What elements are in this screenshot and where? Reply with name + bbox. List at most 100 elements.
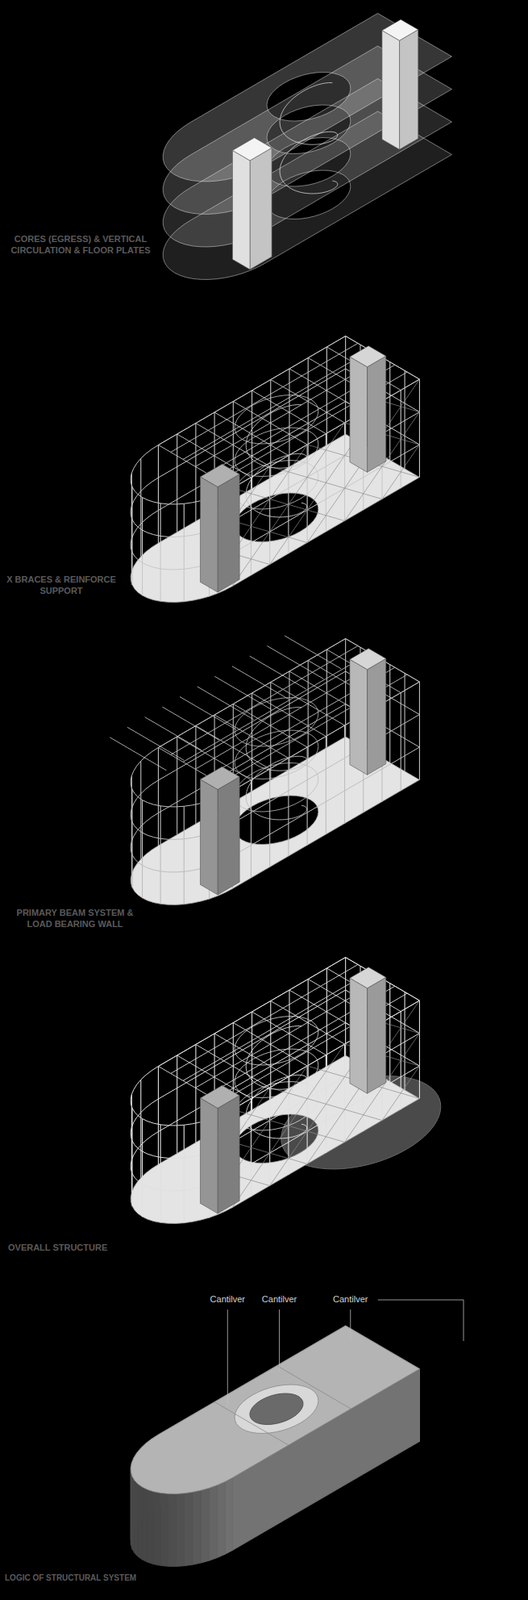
column	[269, 768, 271, 867]
core-face	[382, 30, 400, 150]
mass-side	[192, 1488, 201, 1564]
column	[131, 472, 133, 571]
column	[419, 378, 420, 478]
roof-beam	[170, 342, 358, 452]
column	[141, 1118, 143, 1217]
core-face	[367, 976, 387, 1093]
core-face	[349, 648, 387, 670]
column	[131, 1093, 133, 1192]
roof-beam	[182, 652, 371, 761]
load-line	[197, 685, 254, 720]
section-label: LOGIC OF STRUCTURAL SYSTEM	[4, 1571, 199, 1583]
core-face	[349, 966, 387, 988]
floor-plate	[162, 13, 452, 182]
roof-beam	[232, 378, 420, 488]
column	[325, 735, 327, 835]
ramp	[245, 404, 307, 517]
x-brace	[382, 1021, 420, 1033]
roof-beam	[182, 970, 371, 1080]
load-line	[162, 706, 219, 740]
column	[140, 1078, 142, 1177]
x-brace	[307, 509, 345, 521]
x-brace	[382, 378, 420, 434]
x-brace	[307, 1130, 345, 1142]
load-line	[145, 716, 202, 750]
column	[344, 1043, 346, 1142]
column	[404, 990, 406, 1090]
bracket	[378, 1298, 464, 1340]
callout-label: Cantilver	[261, 1292, 297, 1305]
core-face	[199, 778, 218, 894]
column	[404, 672, 406, 771]
column	[344, 724, 346, 824]
mass-side	[137, 1482, 142, 1559]
load-line	[179, 696, 237, 730]
column	[183, 503, 185, 602]
mass-side	[160, 1491, 168, 1565]
mass-side	[134, 1479, 138, 1555]
load-line	[266, 645, 324, 679]
column	[157, 1065, 159, 1165]
core-face	[199, 765, 240, 789]
core-face	[199, 476, 218, 592]
x-brace	[382, 1032, 420, 1088]
leader-line	[349, 1308, 351, 1340]
x-brace	[382, 400, 420, 412]
column	[400, 692, 402, 791]
mass-side	[200, 1486, 209, 1562]
core-face	[349, 977, 368, 1093]
core-face	[232, 149, 250, 270]
mass-side	[209, 1484, 218, 1560]
x-brace	[307, 455, 345, 511]
column	[419, 999, 420, 1098]
core-face	[367, 355, 387, 472]
column	[389, 664, 391, 763]
core-face	[199, 1084, 240, 1107]
x-brace	[307, 444, 345, 456]
roof-beam	[182, 349, 371, 459]
roof-beam	[170, 963, 358, 1073]
x-brace	[307, 1076, 345, 1131]
x-brace	[270, 1119, 308, 1131]
x-brace	[270, 1097, 308, 1153]
x-brace	[270, 509, 308, 565]
column	[140, 760, 142, 859]
core-face	[349, 345, 387, 367]
structural-frame	[109, 635, 420, 905]
section-label: X BRACES & REINFORCE SUPPORT	[4, 573, 118, 597]
core-face	[367, 657, 387, 774]
core-face	[349, 356, 368, 472]
x-brace	[382, 465, 420, 478]
ramp	[245, 1025, 307, 1138]
mass-side	[175, 1492, 184, 1566]
x-brace	[307, 477, 345, 489]
mass-side	[142, 1485, 149, 1561]
core-face	[399, 29, 419, 150]
column	[160, 805, 162, 904]
x-brace	[270, 498, 308, 511]
column	[344, 422, 346, 521]
edge-beam	[130, 956, 420, 1125]
section-label: OVERALL STRUCTURE	[8, 1241, 170, 1253]
column	[157, 444, 159, 544]
core-face	[232, 137, 272, 161]
mass-side	[183, 1490, 192, 1564]
load-line	[109, 736, 167, 770]
void-well	[249, 1392, 304, 1423]
x-brace	[382, 1086, 420, 1098]
column	[419, 681, 420, 780]
mass-top	[130, 1324, 420, 1493]
zone-line	[277, 1364, 352, 1409]
floor-plates	[162, 13, 452, 280]
x-brace	[382, 411, 420, 467]
column	[250, 779, 252, 878]
void-top	[234, 1383, 319, 1432]
zone-line	[214, 1401, 289, 1445]
x-brace	[270, 531, 308, 543]
x-brace	[382, 1064, 420, 1120]
leader-line	[278, 1308, 280, 1371]
x-brace	[307, 1097, 345, 1110]
core-face	[217, 1094, 240, 1213]
section-label: CORES (EGRESS) & VERTICAL CIRCULATION & …	[8, 233, 154, 257]
